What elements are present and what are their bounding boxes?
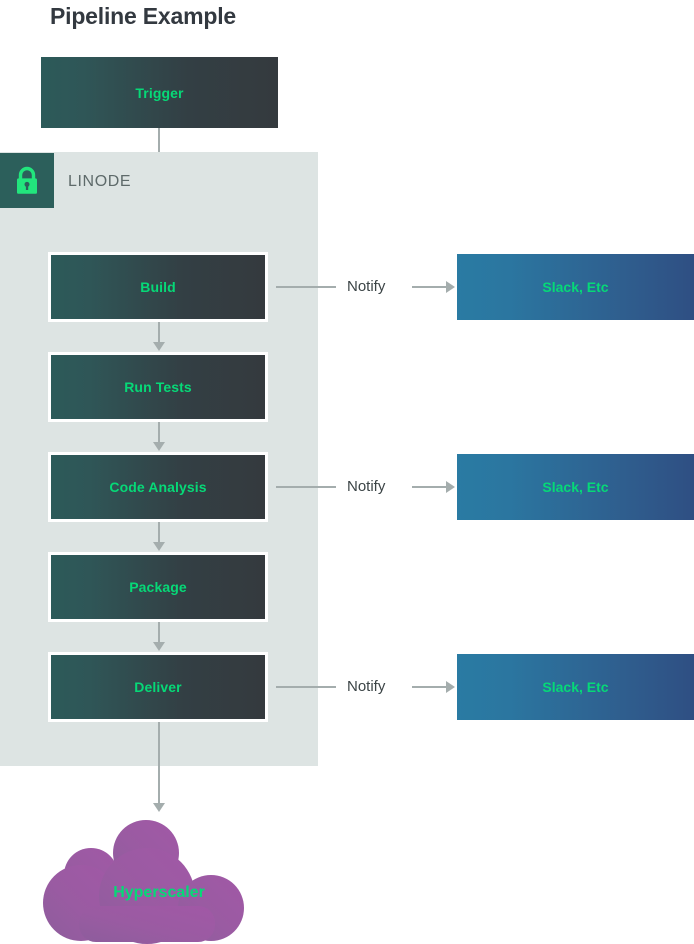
connector-build-to-run-tests-arrowhead — [153, 342, 165, 351]
notify-line-right-3 — [412, 686, 448, 688]
notify-line-right-1 — [412, 286, 448, 288]
connector-deliver-to-hyperscaler — [158, 722, 160, 807]
cloud-icon — [43, 820, 244, 944]
notify-label-3: Notify — [347, 678, 386, 695]
stage-label-package: Package — [129, 579, 187, 595]
lock-icon — [0, 153, 54, 208]
notify-box-label-1: Slack, Etc — [542, 279, 609, 295]
stage-box-build[interactable]: Build — [48, 252, 268, 322]
notify-box-label-2: Slack, Etc — [542, 479, 609, 495]
connector-deliver-to-hyperscaler-arrowhead — [153, 803, 165, 812]
connector-run-tests-to-code-analysis-arrowhead — [153, 442, 165, 451]
stage-box-trigger[interactable]: Trigger — [41, 57, 278, 128]
hyperscaler-cloud[interactable]: Hyperscaler — [43, 820, 275, 944]
stage-box-package[interactable]: Package — [48, 552, 268, 622]
notify-box-1[interactable]: Slack, Etc — [457, 254, 694, 320]
notify-box-label-3: Slack, Etc — [542, 679, 609, 695]
notify-line-right-2 — [412, 486, 448, 488]
stage-box-run-tests[interactable]: Run Tests — [48, 352, 268, 422]
connector-package-to-deliver — [158, 622, 160, 644]
stage-box-code-analysis[interactable]: Code Analysis — [48, 452, 268, 522]
stage-box-deliver[interactable]: Deliver — [48, 652, 268, 722]
notify-label-2: Notify — [347, 478, 386, 495]
notify-box-2[interactable]: Slack, Etc — [457, 454, 694, 520]
connector-code-analysis-to-package — [158, 522, 160, 544]
stage-label-build: Build — [140, 279, 176, 295]
notify-arrowhead-2 — [446, 481, 455, 493]
notify-line-left-1 — [276, 286, 336, 288]
notify-line-left-3 — [276, 686, 336, 688]
stage-label-code-analysis: Code Analysis — [109, 479, 207, 495]
page-title: Pipeline Example — [50, 3, 236, 29]
connector-run-tests-to-code-analysis — [158, 422, 160, 444]
linode-panel-label: LINODE — [68, 173, 132, 190]
stage-label-run-tests: Run Tests — [124, 379, 192, 395]
notify-arrowhead-3 — [446, 681, 455, 693]
notify-box-3[interactable]: Slack, Etc — [457, 654, 694, 720]
notify-arrowhead-1 — [446, 281, 455, 293]
connector-code-analysis-to-package-arrowhead — [153, 542, 165, 551]
stage-label-deliver: Deliver — [134, 679, 182, 695]
notify-label-1: Notify — [347, 278, 386, 295]
hyperscaler-label: Hyperscaler — [113, 884, 205, 901]
connector-build-to-run-tests — [158, 322, 160, 344]
connector-package-to-deliver-arrowhead — [153, 642, 165, 651]
stage-label-trigger: Trigger — [135, 84, 184, 101]
notify-line-left-2 — [276, 486, 336, 488]
